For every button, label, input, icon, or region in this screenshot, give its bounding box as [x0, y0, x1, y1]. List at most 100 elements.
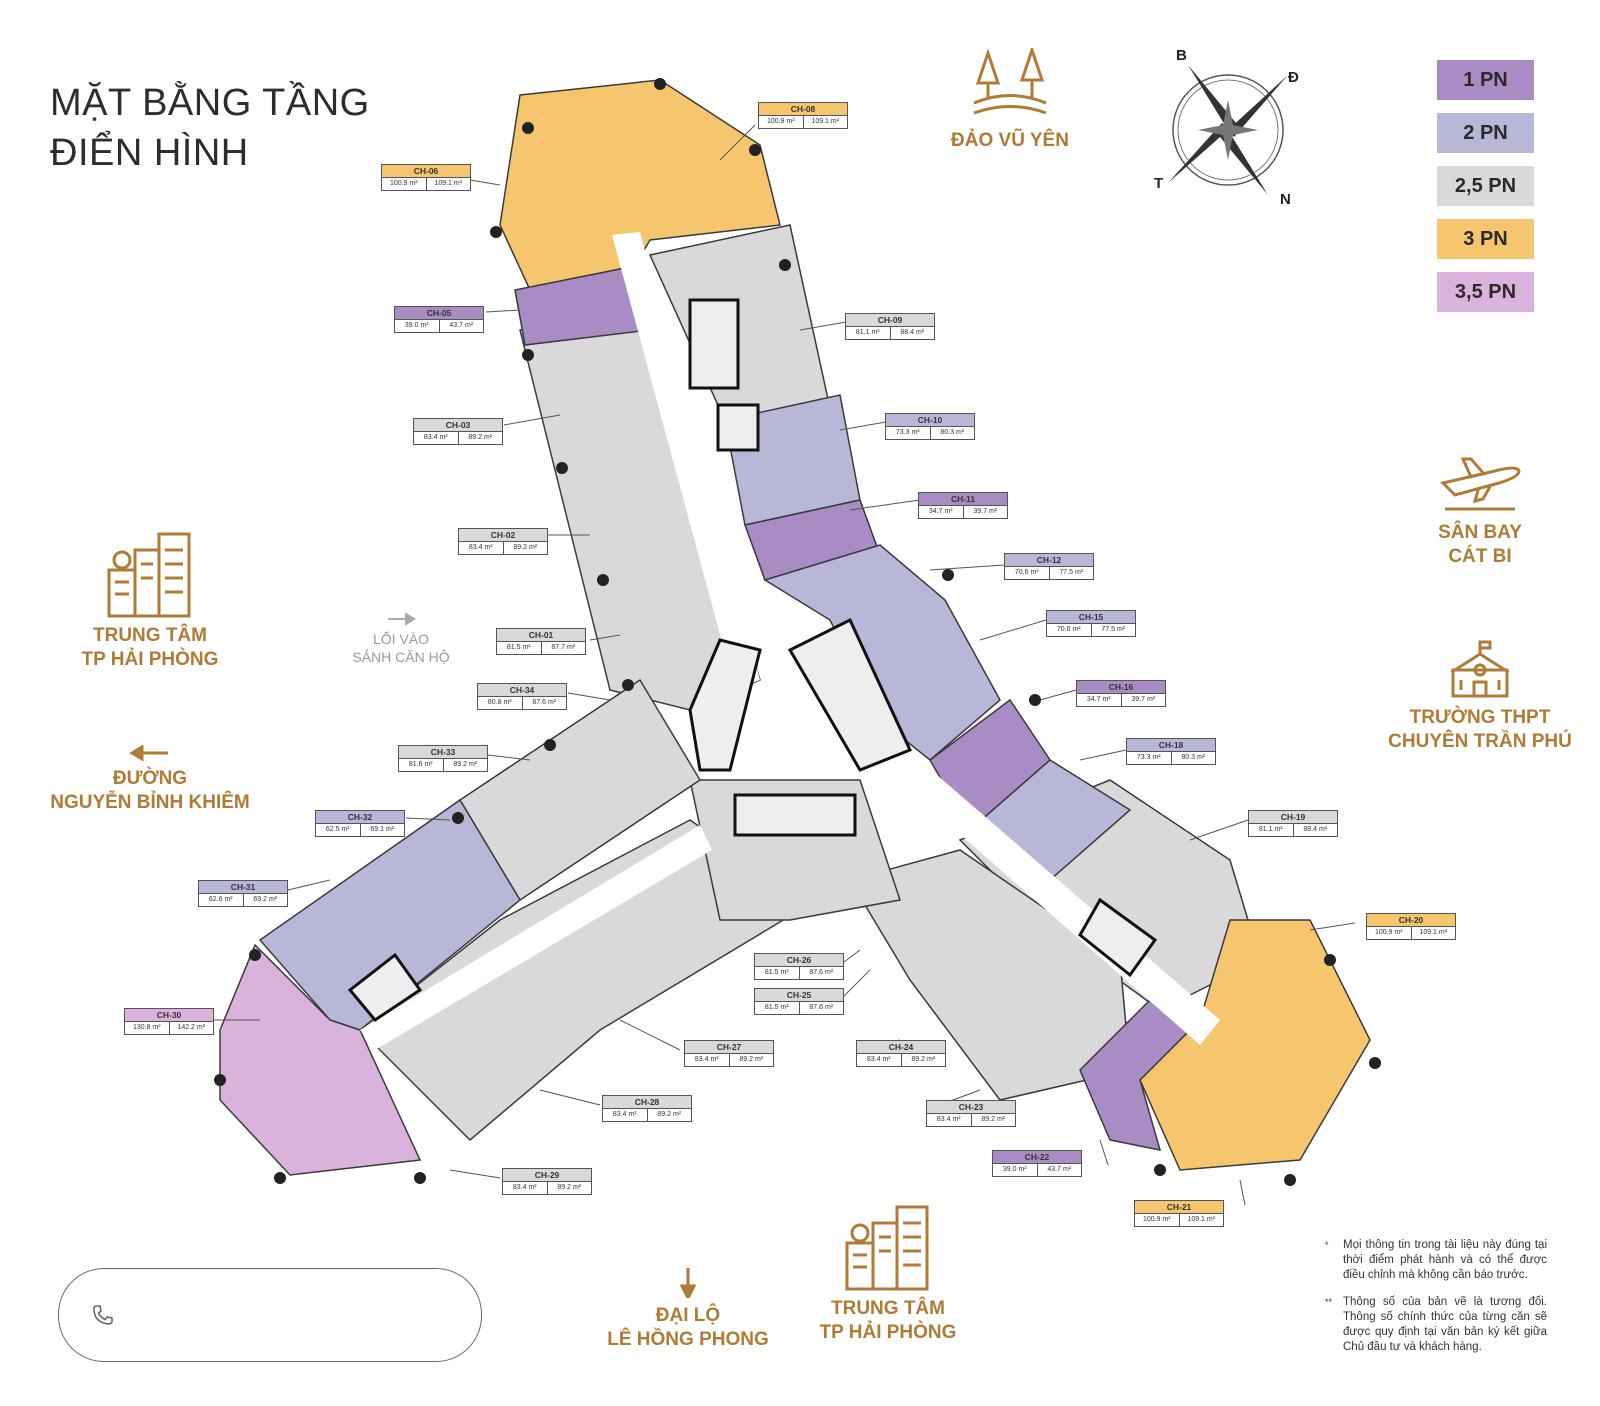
- place-trung-tam-left-line2: TP HẢI PHÒNG: [81, 649, 219, 670]
- stair-west: [347, 952, 423, 1022]
- unit-tag-name: CH-32: [315, 810, 405, 823]
- compass-east: Đ: [1288, 69, 1299, 86]
- legend-3pn: 3 PN: [1437, 219, 1534, 259]
- unit-area-1: 62.6 m²: [208, 896, 233, 903]
- unit-area-1: 39.0 m²: [1002, 1166, 1027, 1173]
- unit-area-2: 87.6 m²: [798, 1002, 844, 1014]
- unit-tag-name: CH-28: [602, 1095, 692, 1108]
- unit-tag-areas: 80.8 m² 87.6 m²: [477, 696, 567, 710]
- compass-west: T: [1154, 175, 1164, 192]
- unit-area-2: 142.2 m²: [168, 1022, 214, 1034]
- page-title: MẶT BẰNG TẦNG ĐIỂN HÌNH: [50, 78, 370, 178]
- zone-35pn-ch30: [219, 943, 422, 1176]
- unit-area-1: 73.3 m²: [895, 429, 920, 436]
- unit-area-2: 89.2 m²: [900, 1054, 946, 1066]
- unit-area-2: 43.7 m²: [438, 320, 484, 332]
- arrow-down-icon: [680, 1268, 696, 1298]
- notes: *Mọi thông tin trong tài liệu này đúng t…: [1325, 1238, 1547, 1367]
- unit-tag-name: CH-19: [1248, 810, 1338, 823]
- unit-area-2: 88.4 m²: [889, 327, 935, 339]
- entry-label: LỐI VÀO SẢNH CĂN HỘ: [346, 612, 456, 666]
- unit-tag-name: CH-22: [992, 1150, 1082, 1163]
- unit-area-2: 39.7 m²: [1120, 694, 1166, 706]
- unit-tag-name: CH-03: [413, 418, 503, 431]
- unit-tag-name: CH-09: [845, 313, 935, 326]
- unit-tag-name: CH-29: [502, 1168, 592, 1181]
- unit-area-2: 89.2 m²: [546, 1182, 592, 1194]
- compass-north: B: [1176, 47, 1187, 64]
- unit-area-2: 89.2 m²: [457, 432, 503, 444]
- unit-area-2: 88.4 m²: [1292, 824, 1338, 836]
- compass: B Đ T N: [1154, 47, 1299, 215]
- unit-tag-name: CH-24: [856, 1040, 946, 1053]
- unit-area-1: 34.7 m²: [1086, 696, 1111, 703]
- unit-area-1: 83.4 m²: [866, 1056, 891, 1063]
- place-duong-nbk-line2: NGUYỄN BỈNH KHIÊM: [50, 792, 250, 813]
- unit-tag-name: CH-01: [496, 628, 586, 641]
- unit-area-2: 89.2 m²: [970, 1114, 1016, 1126]
- unit-tag-name: CH-18: [1126, 738, 1216, 751]
- legend-2pn: 2 PN: [1437, 113, 1534, 153]
- unit-tag-name: CH-12: [1004, 553, 1094, 566]
- unit-tag-name: CH-26: [754, 953, 844, 966]
- compass-south: N: [1280, 191, 1291, 208]
- unit-area-2: 89.2 m²: [728, 1054, 774, 1066]
- place-duong-nbk-line1: ĐƯỜNG: [112, 768, 188, 789]
- unit-tag-areas: 83.4 m² 89.2 m²: [413, 431, 503, 445]
- place-trung-tam-bottom-line1: TRUNG TÂM: [831, 1298, 945, 1319]
- entry-line2: SẢNH CĂN HỘ: [352, 649, 450, 665]
- place-san-bay-line2: CÁT BI: [1448, 546, 1512, 567]
- title-line-1: MẶT BẰNG TẦNG: [50, 82, 370, 124]
- airplane-icon: [1440, 457, 1521, 511]
- note-2-bullet: **: [1325, 1297, 1333, 1307]
- unit-tag-ch-03: CH-03 83.4 m² 89.2 m²: [413, 418, 503, 445]
- city-buildings-icon: [845, 1205, 929, 1291]
- school-icon: [1449, 640, 1511, 698]
- legend-1pn: 1 PN: [1437, 60, 1534, 100]
- note-2: **Thông số của bản vẽ là tương đối. Thôn…: [1325, 1295, 1547, 1355]
- unit-area-1: 80.8 m²: [487, 699, 512, 706]
- unit-area-1: 83.4 m²: [423, 434, 448, 441]
- unit-area-1: 81.5 m²: [764, 969, 789, 976]
- unit-tag-name: CH-31: [198, 880, 288, 893]
- place-dai-lo-line1: ĐẠI LỘ: [655, 1305, 721, 1326]
- unit-area-1: 81.6 m²: [408, 761, 433, 768]
- unit-area-2: 109.1 m²: [802, 116, 848, 128]
- unit-area-1: 83.4 m²: [936, 1116, 961, 1123]
- place-san-bay: SÂN BAY CÁT BI: [1420, 455, 1540, 569]
- unit-tag-name: CH-25: [754, 988, 844, 1001]
- stair-east: [1078, 897, 1158, 978]
- place-truong-thpt-line1: TRƯỜNG THPT: [1409, 707, 1551, 728]
- unit-area-2: 87.6 m²: [521, 697, 567, 709]
- phone-box[interactable]: [58, 1268, 482, 1362]
- arrow-left-icon: [130, 745, 168, 761]
- unit-tag-name: CH-15: [1046, 610, 1136, 623]
- unit-area-2: 39.7 m²: [962, 506, 1008, 518]
- note-1-text: Mọi thông tin trong tài liệu này đúng tạ…: [1343, 1239, 1547, 1281]
- unit-tag-name: CH-20: [1366, 913, 1456, 926]
